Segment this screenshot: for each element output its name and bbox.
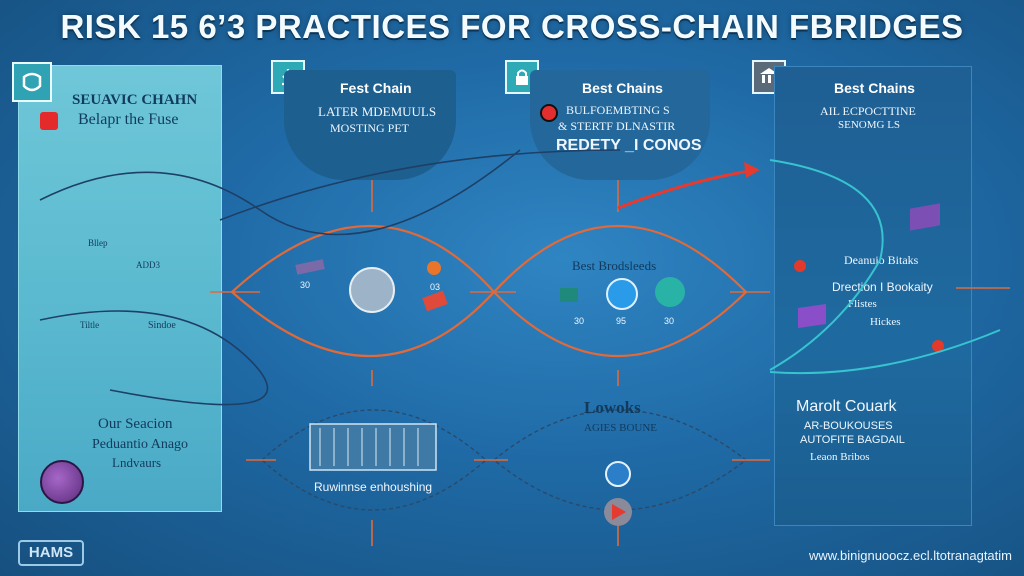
upper-left-label-2: 03 [430, 282, 441, 292]
globe-icon [40, 460, 84, 504]
alert-dot-icon [540, 104, 558, 122]
left-label-4: Sindoe [148, 320, 176, 331]
lower-mid-title: Lowoks [584, 398, 641, 417]
red-node-icon [40, 112, 58, 130]
left-label-1: Bllep [88, 238, 108, 248]
upper-mid-label-2: 95 [616, 316, 627, 326]
right-panel-line1: AIL ECPOCTTINE [820, 104, 916, 118]
globe-node-icon [349, 267, 395, 313]
left-bottom-text-2: Lndvaurs [112, 455, 162, 470]
shield-node-icon [605, 461, 631, 487]
right-panel-line2: SENOMG LS [838, 119, 901, 131]
fast-chain-title: Fest Chain [340, 80, 412, 96]
red-card-icon [422, 290, 448, 312]
orange-dot-icon [427, 261, 441, 275]
lower-left-caption: Ruwinnse enhoushing [314, 480, 433, 494]
left-panel [18, 65, 222, 512]
teal-block-icon [560, 288, 578, 302]
best-chains-line2: & STERTF DLNASTIR [558, 119, 676, 133]
fast-chain-card [284, 70, 456, 180]
page-title: RISK 15 6’3 PRACTICES FOR CROSS-CHAIN FB… [60, 8, 964, 45]
fast-chain-line1: LATER MDEMUULS [318, 104, 437, 119]
right-label-3: Flistes [848, 298, 877, 310]
upper-mid-label-1: 30 [574, 316, 585, 326]
footer-url[interactable]: www.binignuoocz.ecl.ltotranagtatim [808, 548, 1012, 563]
red-dot-icon [794, 260, 806, 272]
left-label-3: Tiltle [80, 320, 100, 330]
right-bottom-heading: Marolt Couark [796, 398, 897, 415]
left-bottom-text-1: Peduantio Anago [92, 437, 189, 452]
right-bottom-line2: AUTOFITE BAGDAIL [800, 434, 905, 446]
hatched-block-icon [309, 423, 437, 471]
left-label-2: ADD3 [136, 260, 160, 270]
left-panel-heading: SEUAVIC CHAHN [72, 92, 198, 108]
upper-mid-title: Best Brodsleeds [572, 258, 657, 273]
best-chains-line1: BULFOEMBTING S [566, 103, 670, 117]
upper-mid-label-3: 30 [664, 316, 675, 326]
blue-node-icon [606, 278, 638, 310]
right-label-2: Drection I Bookaity [832, 280, 933, 294]
footer-logo: HAMS [18, 540, 84, 566]
teal-node-icon [655, 277, 685, 307]
right-panel-title: Best Chains [834, 80, 915, 96]
best-chains-title: Best Chains [582, 80, 663, 96]
lower-mid-subtitle: AGIES BOUNE [584, 422, 658, 434]
shield-badge-icon [12, 62, 52, 102]
best-chains-card [530, 70, 710, 180]
left-bottom-heading: Our Seacion [98, 416, 173, 432]
right-bottom-line1: AR-BOUKOUSES [804, 420, 893, 432]
device-icon [295, 259, 325, 275]
right-bottom-line3: Leaon Bribos [810, 451, 870, 463]
right-panel [774, 66, 972, 526]
upper-left-label-1: 30 [300, 280, 311, 290]
fast-chain-line2: MOSTING PET [330, 121, 410, 135]
red-dot-icon-2 [932, 340, 944, 352]
right-label-1: Deanuio Bitaks [844, 253, 919, 267]
left-panel-subheading: Belapr the Fuse [78, 111, 179, 128]
right-label-4: Hickes [870, 316, 901, 328]
